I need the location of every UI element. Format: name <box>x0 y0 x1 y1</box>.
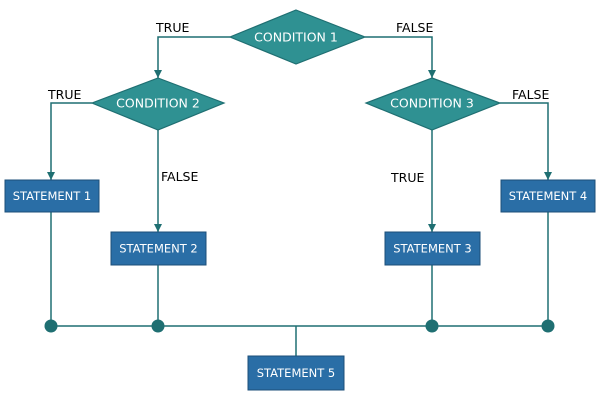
edge-c2-true <box>47 102 92 180</box>
statement-label: STATEMENT 2 <box>119 242 197 256</box>
decision-condition-2: CONDITION 2 <box>90 77 226 131</box>
decision-label: CONDITION 1 <box>254 30 338 45</box>
statement-3: STATEMENT 3 <box>384 231 481 266</box>
junction-dot <box>425 319 439 333</box>
junction-dot <box>44 319 58 333</box>
edge-c3-false <box>500 102 552 180</box>
connectors <box>47 36 552 356</box>
junctions <box>44 319 555 333</box>
statement-label: STATEMENT 4 <box>509 189 587 203</box>
edge-c1-false <box>365 36 436 78</box>
edge-label-c3-false: FALSE <box>512 87 549 102</box>
edge-label-c2-false: FALSE <box>161 169 198 184</box>
statement-2: STATEMENT 2 <box>110 231 207 266</box>
decision-label: CONDITION 2 <box>116 96 200 111</box>
edge-label-c2-true: TRUE <box>47 87 81 102</box>
decision-label: CONDITION 3 <box>390 96 474 111</box>
decision-condition-1: CONDITION 1 <box>228 9 367 65</box>
statement-4: STATEMENT 4 <box>500 179 596 213</box>
statement-label: STATEMENT 1 <box>13 189 91 203</box>
junction-dot <box>151 319 165 333</box>
edge-label-c1-false: FALSE <box>396 20 433 35</box>
edge-label-c1-true: TRUE <box>155 20 189 35</box>
edge-c1-true <box>154 36 230 78</box>
junction-dot <box>541 319 555 333</box>
edge-label-c3-true: TRUE <box>390 170 424 185</box>
statement-1: STATEMENT 1 <box>4 179 100 213</box>
decision-condition-3: CONDITION 3 <box>364 77 502 131</box>
statement-label: STATEMENT 3 <box>393 242 471 256</box>
statement-label: STATEMENT 5 <box>257 366 335 380</box>
statement-5: STATEMENT 5 <box>247 355 345 391</box>
